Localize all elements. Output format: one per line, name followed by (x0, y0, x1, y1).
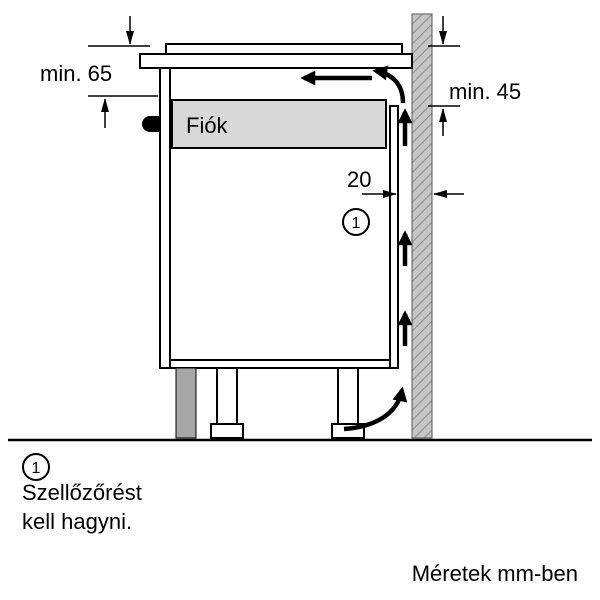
cabinet-leg-foot (210, 423, 244, 439)
min-45-label: min. 45 (449, 79, 521, 104)
cabinet-back-panel (389, 105, 399, 369)
cabinet-bottom-panel (169, 359, 391, 369)
gap-20-label: 20 (347, 167, 371, 192)
units-label: Méretek mm-ben (412, 561, 578, 586)
cabinet-leg (337, 367, 359, 427)
fixing-bracket-icon (142, 116, 160, 132)
footnote-text-line2: kell hagyni. (22, 509, 132, 534)
footnote-number: 1 (32, 460, 41, 477)
hob (165, 43, 403, 55)
footnote-text-line1: Szellőzőrést (22, 480, 142, 505)
drawer-front (171, 99, 387, 149)
cabinet-left-panel (159, 67, 171, 369)
plinth-panel (175, 367, 197, 439)
footnote-marker-circle (22, 453, 50, 481)
wall (411, 13, 433, 439)
airflow-arrow-curve-top-icon (372, 65, 406, 104)
countertop (139, 53, 413, 69)
callout-1-number: 1 (352, 215, 361, 232)
callout-1-circle (342, 208, 370, 236)
cabinet-leg-left (210, 367, 244, 439)
drawer-label: Fiók (186, 113, 229, 138)
min-65-label: min. 65 (40, 61, 112, 86)
airflow-arrow-curve-bottom-icon (343, 386, 408, 432)
cabinet-leg (216, 367, 238, 427)
